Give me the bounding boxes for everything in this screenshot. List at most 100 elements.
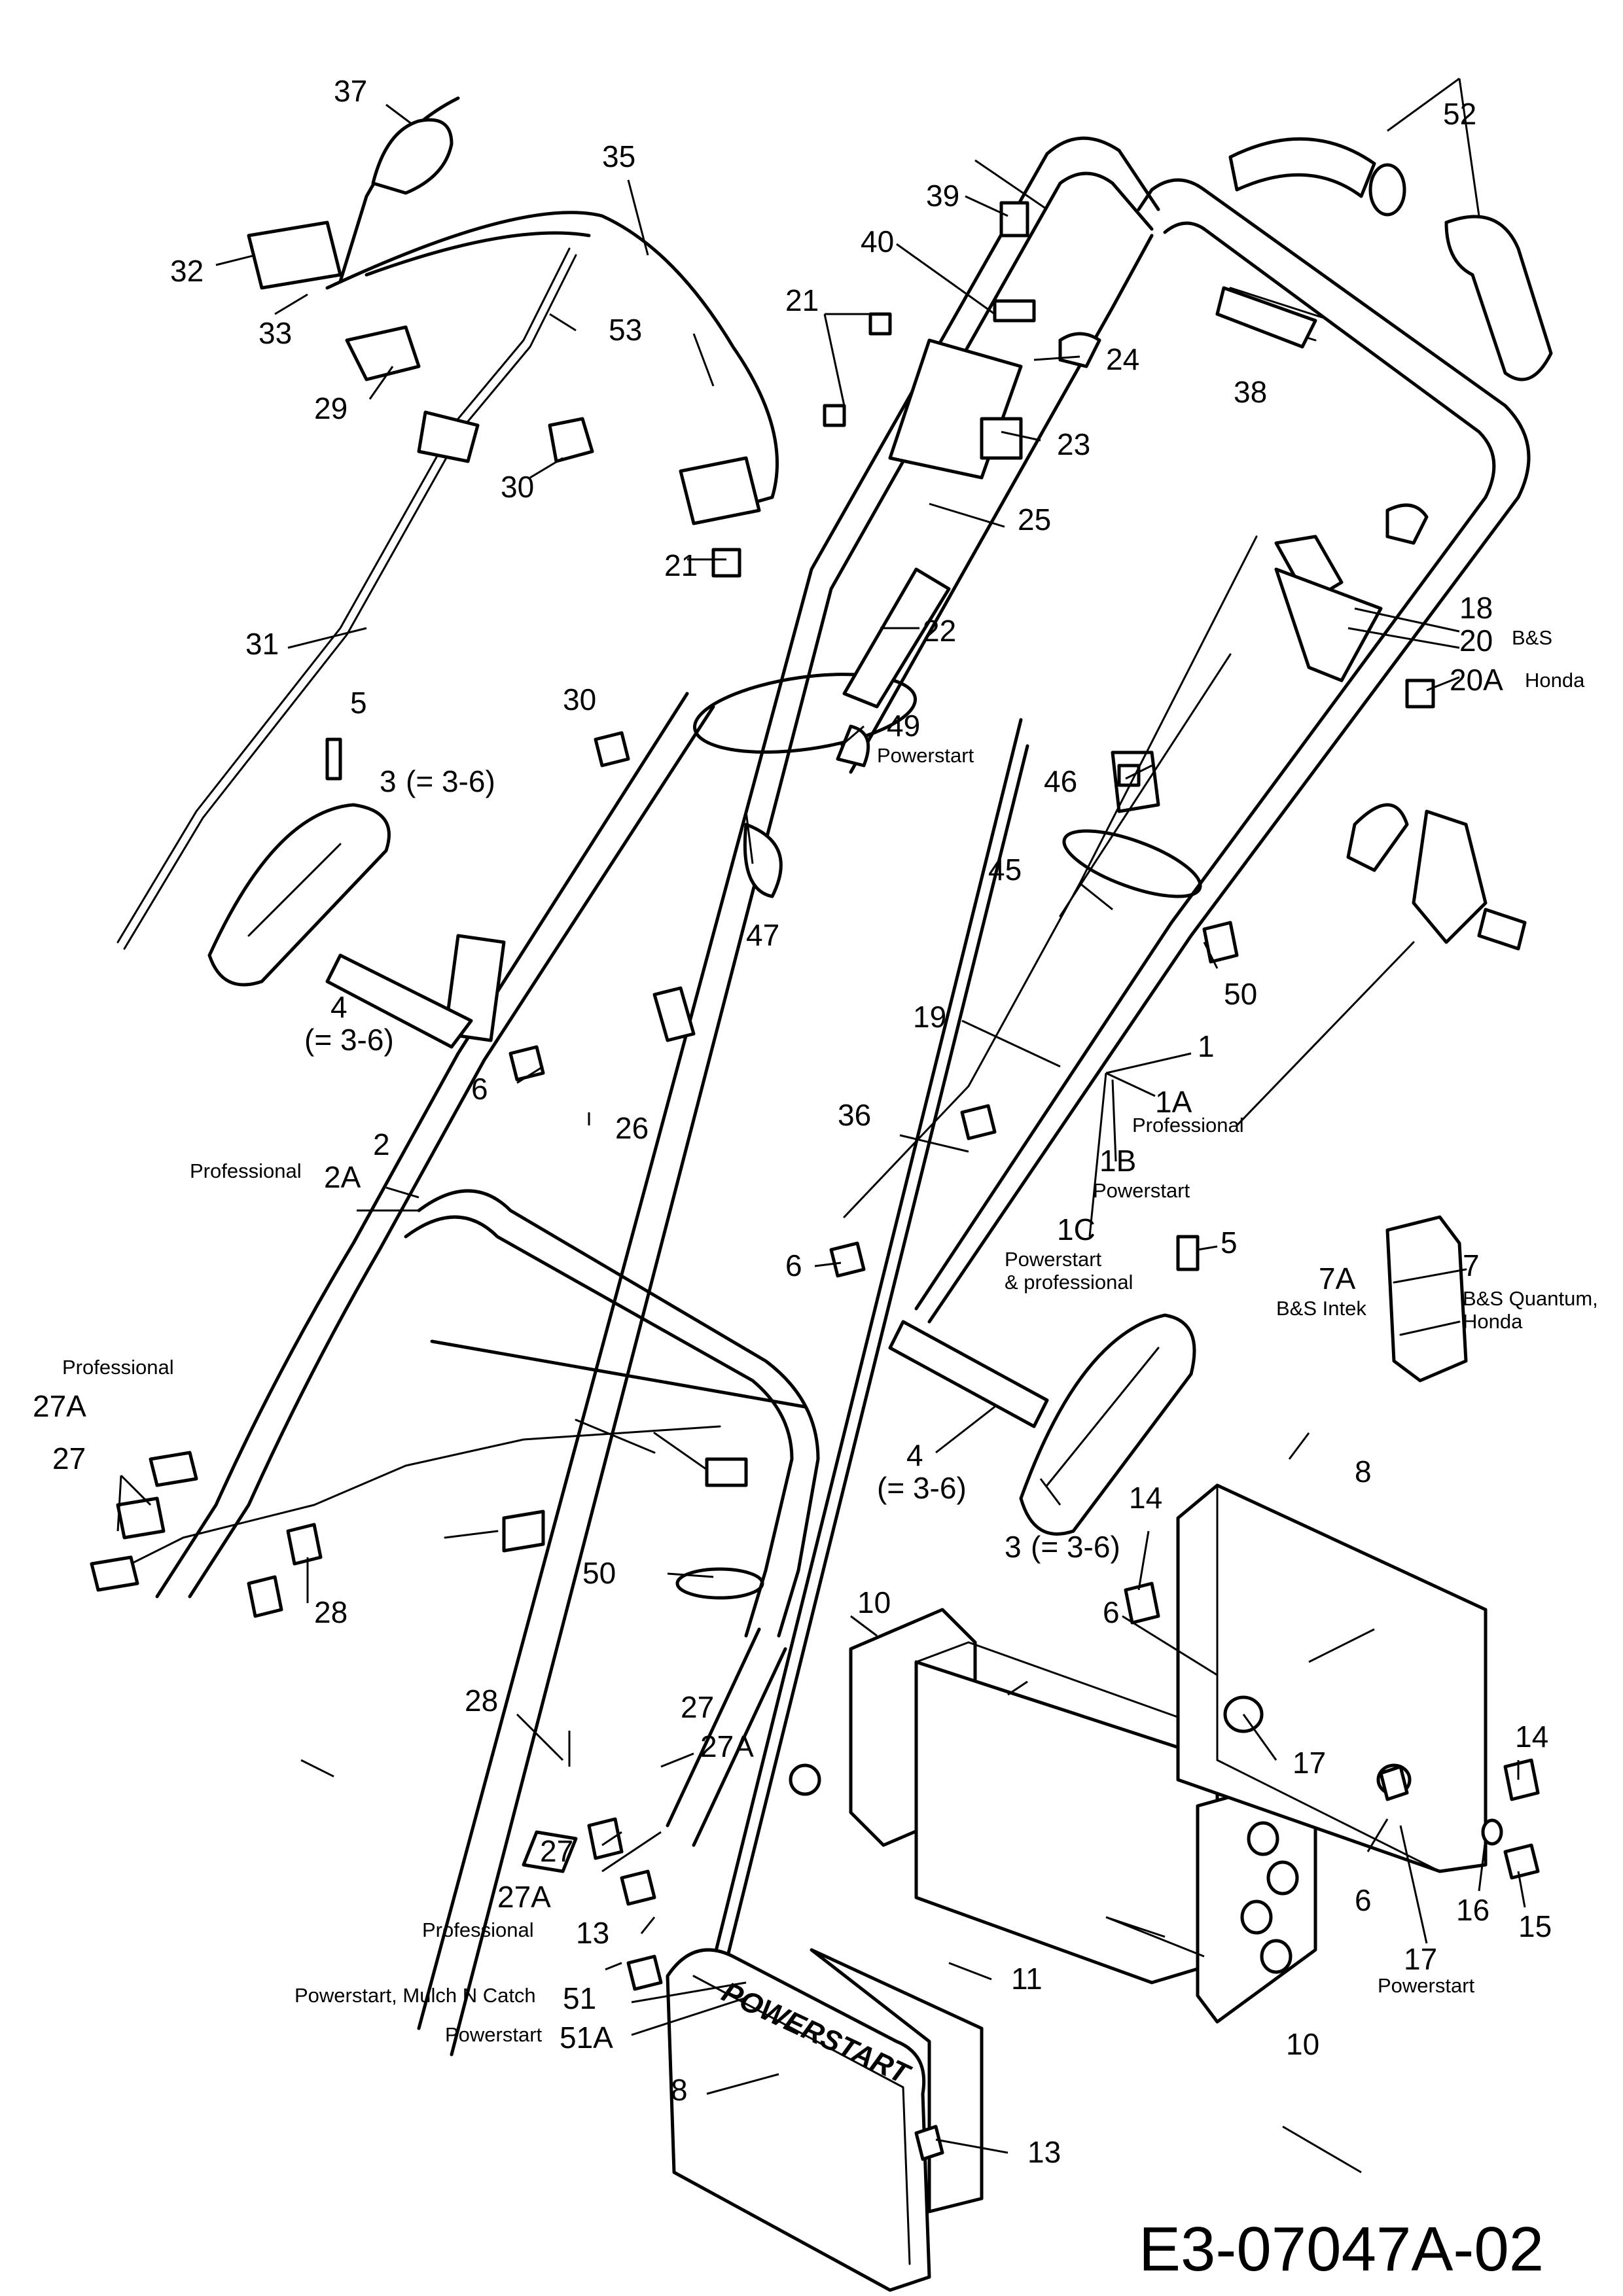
callout-27-left: 27 [52,1441,86,1475]
note-professional-2A: Professional [190,1159,302,1182]
lower-handle [155,692,820,1873]
callout-16: 16 [1456,1893,1489,1927]
upper-handle [417,136,1531,2148]
note-range-3-right: (= 3-6) [1031,1530,1120,1564]
note-range-4-right: (= 3-6) [877,1471,967,1505]
note-professional-27A-lower: Professional [422,1918,534,1941]
callout-17-upper: 17 [1293,1746,1326,1780]
callout-29: 29 [314,391,348,425]
callout-5-left: 5 [350,686,367,720]
callout-6-middle: 6 [785,1248,802,1282]
callout-8-upper: 8 [1355,1455,1372,1489]
callout-6-battery-lower: 6 [1355,1883,1372,1917]
callout-19: 19 [913,1000,946,1034]
callout-3-left: 3 [380,764,397,798]
callout-51A: 51A [560,2021,613,2055]
grips-and-throttle [843,137,1553,1218]
callout-53: 53 [609,313,642,347]
callout-4-right: 4 [906,1438,923,1472]
callout-47: 47 [746,918,779,952]
callout-3-right: 3 [1005,1530,1022,1564]
callout-50-upper: 50 [1224,977,1257,1011]
connectors [90,1419,748,1618]
note-powerstart-1B: Powerstart [1093,1179,1190,1202]
callout-13-left: 13 [576,1916,609,1950]
callout-27-lower: 27 [540,1834,573,1868]
battery-assembly [587,1483,1540,2292]
callout-40: 40 [861,224,894,258]
callout-4-left: 4 [330,990,348,1024]
callout-30-upper: 30 [501,470,534,504]
callout-49: 49 [887,709,920,743]
note-powerstart-17: Powerstart [1378,1974,1475,1997]
callout-17-lower: 17 [1404,1942,1437,1976]
callout-50-lower: 50 [582,1556,616,1590]
note-honda-20A: Honda [1525,669,1585,692]
solenoid [1385,1215,1468,1383]
callout-28-left: 28 [314,1595,348,1629]
callout-1: 1 [1198,1029,1215,1063]
callout-13-lower: 13 [1027,2135,1061,2169]
callout-1C: 1C [1057,1212,1096,1246]
handle-brackets [207,803,1200,1536]
note-powerstart-professional-1: Powerstart [1005,1248,1102,1271]
callout-15: 15 [1518,1909,1552,1943]
callout-32: 32 [170,254,204,288]
callout-46: 46 [1044,764,1077,798]
note-powerstart-49: Powerstart [877,744,974,767]
callout-28-lower: 28 [465,1684,498,1718]
callout-36: 36 [838,1098,871,1132]
callout-10-lower: 10 [1286,2027,1319,2061]
note-powerstart-51A: Powerstart [445,2023,543,2046]
note-bs-quantum-2: Honda [1463,1310,1523,1333]
callout-7: 7 [1463,1248,1480,1282]
callout-7A: 7A [1319,1262,1356,1296]
callout-21-lower: 21 [664,548,698,582]
note-powerstart-mulch: Powerstart, Mulch N Catch [294,1984,536,2007]
callout-2A: 2A [324,1160,361,1194]
callout-6-battery-upper: 6 [1103,1595,1120,1629]
callout-21-upper: 21 [785,283,819,317]
callout-2: 2 [373,1127,390,1161]
callout-1B: 1B [1099,1144,1136,1178]
drawing-code: E3-07047A-02 [1139,2214,1544,2284]
note-bs-intek: B&S Intek [1276,1297,1366,1320]
callout-10-upper: 10 [857,1585,891,1619]
note-powerstart-professional-2: & professional [1005,1271,1133,1294]
callout-51: 51 [563,1981,596,2015]
callout-1A: 1A [1155,1085,1192,1119]
callout-14-upper: 14 [1129,1481,1162,1515]
note-range-3-left: (= 3-6) [406,764,495,798]
callout-45: 45 [988,853,1022,887]
callout-35: 35 [602,139,635,173]
callout-26: 26 [615,1111,649,1145]
callout-27-middle: 27 [681,1690,714,1724]
callout-5-right: 5 [1221,1226,1238,1260]
callout-labels: 37 35 32 33 53 29 30 31 21 21 39 40 24 2… [33,74,1598,2169]
callout-37: 37 [334,74,367,108]
bail-and-cables [116,96,779,950]
leader-lines [116,77,1526,2174]
callout-39: 39 [926,179,959,213]
callout-27A-left: 27A [33,1389,86,1423]
callout-30-middle: 30 [563,682,596,716]
callout-27A-lower: 27A [497,1880,551,1914]
note-bs-quantum-1: B&S Quantum, [1463,1287,1598,1310]
callout-22: 22 [923,614,956,648]
callout-24: 24 [1106,342,1139,376]
callout-20: 20 [1459,624,1493,658]
callout-27A-middle: 27A [700,1729,754,1763]
callout-31: 31 [245,627,279,661]
callout-33: 33 [259,316,292,350]
callout-20A: 20A [1450,663,1503,697]
note-professional-1A: Professional [1132,1114,1244,1137]
callout-18: 18 [1459,591,1493,625]
callout-8-lower: 8 [671,2073,688,2107]
note-professional-27A-left: Professional [62,1356,174,1379]
callout-11: 11 [1011,1962,1043,1996]
note-bs-20: B&S [1512,626,1552,649]
callout-23: 23 [1057,427,1090,461]
callout-38: 38 [1234,375,1267,409]
callout-6-upper: 6 [471,1072,488,1106]
